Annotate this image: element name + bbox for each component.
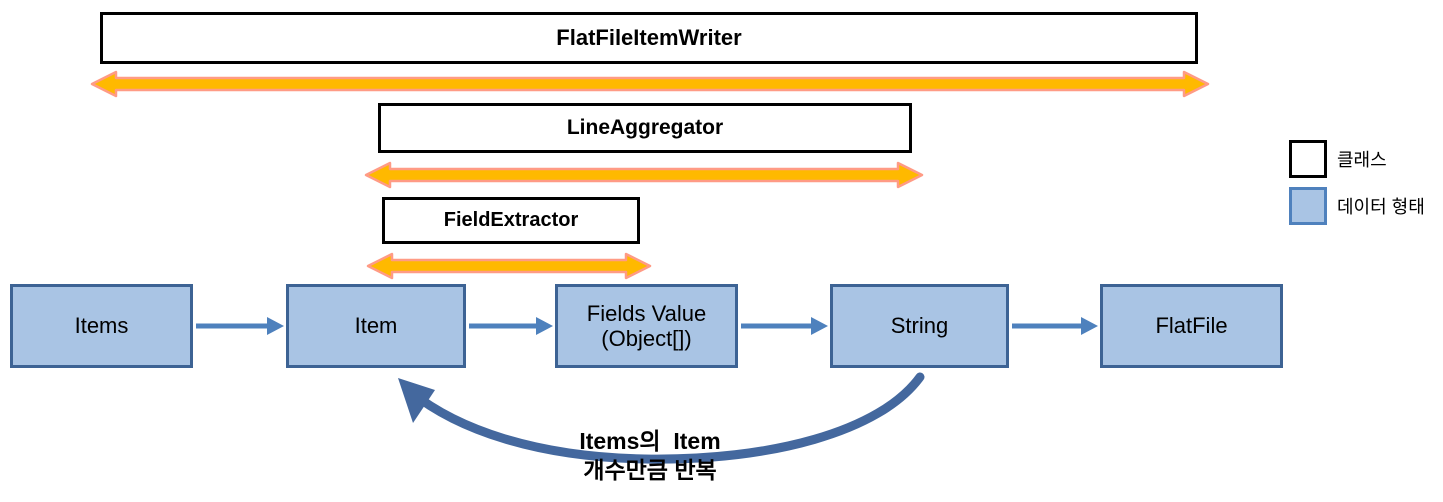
legend-data-swatch xyxy=(1289,187,1327,225)
flow-arrow-fieldsvalue-to-string xyxy=(741,317,828,335)
class-box-label: LineAggregator xyxy=(566,116,724,139)
data-box-items: Items xyxy=(10,284,193,368)
legend-class-label: 클래스 xyxy=(1337,150,1387,170)
fieldextractor-span-arrow-icon xyxy=(366,252,652,280)
data-box-label: Fields Value xyxy=(586,300,707,326)
legend-data-label: 데이터 형태 xyxy=(1337,197,1425,217)
class-box-label: FieldExtractor xyxy=(443,209,579,231)
legend-class-swatch xyxy=(1289,140,1327,178)
data-box-label: Item xyxy=(354,313,398,339)
lineaggregator-span-arrow-icon xyxy=(364,161,924,189)
data-box-label: Items xyxy=(74,313,129,339)
class-box-lineaggregator: LineAggregator xyxy=(378,103,912,153)
class-box-label: FlatFileItemWriter xyxy=(556,25,742,50)
data-box-fields-value: Fields Value (Object[]) xyxy=(555,284,738,368)
flow-arrow-item-to-fieldsvalue xyxy=(469,317,553,335)
data-box-label: String xyxy=(890,313,949,339)
data-box-flatfile: FlatFile xyxy=(1100,284,1283,368)
loop-note-line2: 개수만큼 반복 xyxy=(583,456,717,483)
flow-arrow-string-to-flatfile xyxy=(1012,317,1098,335)
data-box-item: Item xyxy=(286,284,466,368)
flatfileitemwriter-span-arrow-icon xyxy=(90,70,1210,98)
class-box-fieldextractor: FieldExtractor xyxy=(382,197,640,244)
loop-note-line1: Items의 Item xyxy=(579,428,721,454)
data-box-sublabel: (Object[]) xyxy=(601,326,692,351)
data-box-string: String xyxy=(830,284,1009,368)
loop-note: Items의 Item 개수만큼 반복 xyxy=(520,427,780,485)
flow-arrow-items-to-item xyxy=(196,317,284,335)
class-box-flatfileitemwriter: FlatFileItemWriter xyxy=(100,12,1198,64)
data-box-label: FlatFile xyxy=(1155,313,1228,339)
